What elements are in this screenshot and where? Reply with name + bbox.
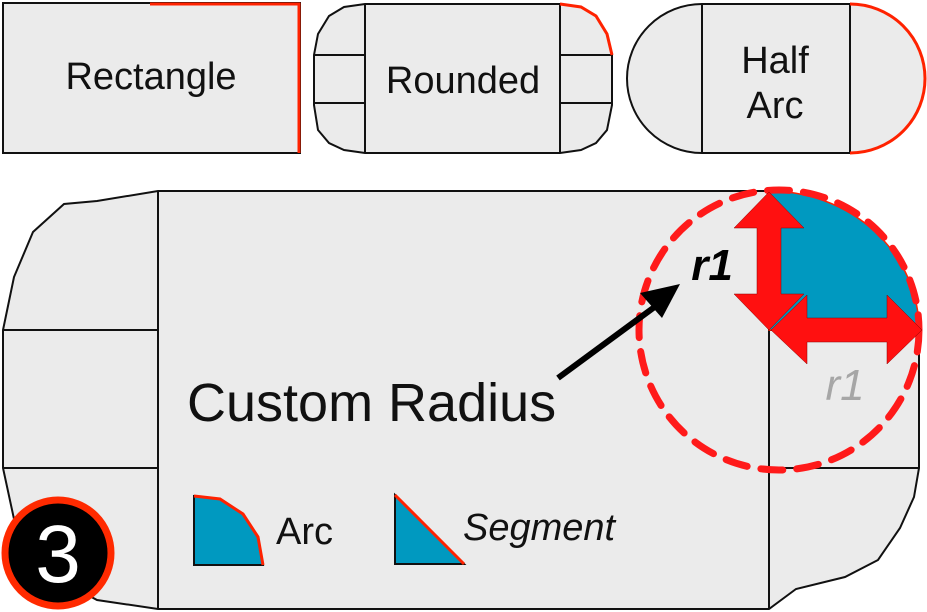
custom-radius-title: Custom Radius <box>187 373 556 433</box>
legend-segment: Segment <box>393 492 617 566</box>
half-arc-label-line1: Half <box>741 40 809 82</box>
badge-circle <box>1 496 115 610</box>
rounded-label: Rounded <box>386 60 540 102</box>
pointer-arrow-shaft <box>556 300 662 381</box>
horizontal-radius-arrow <box>770 294 923 365</box>
rectangle-shape: Rectangle <box>2 2 301 154</box>
pointer-arrow-head <box>640 284 680 318</box>
step-badge: 3 <box>1 496 115 610</box>
rounded-highlight-corner <box>559 2 614 56</box>
radius-label: r1 <box>691 241 733 290</box>
legend-arc: Arc <box>193 494 333 566</box>
arc-icon-edge <box>193 494 265 566</box>
legend-arc-label: Arc <box>276 511 333 553</box>
half-arc-label-line2: Arc <box>747 85 804 127</box>
rectangle-highlight-edge <box>150 2 301 153</box>
custom-radius-shape: r1 r1 Custom Radius Arc Segment <box>2 186 923 610</box>
half-arc-highlight <box>849 2 927 155</box>
rectangle-body <box>2 2 301 154</box>
radius-label-muted: r1 <box>825 361 864 410</box>
segment-icon-edge <box>393 493 466 566</box>
legend-segment-label: Segment <box>463 507 617 549</box>
vertical-radius-arrow <box>733 191 805 331</box>
rectangle-label: Rectangle <box>65 56 236 98</box>
badge-number: 3 <box>35 509 81 600</box>
rounded-shape: Rounded <box>313 2 614 154</box>
half-arc-shape: Half Arc <box>626 2 927 155</box>
